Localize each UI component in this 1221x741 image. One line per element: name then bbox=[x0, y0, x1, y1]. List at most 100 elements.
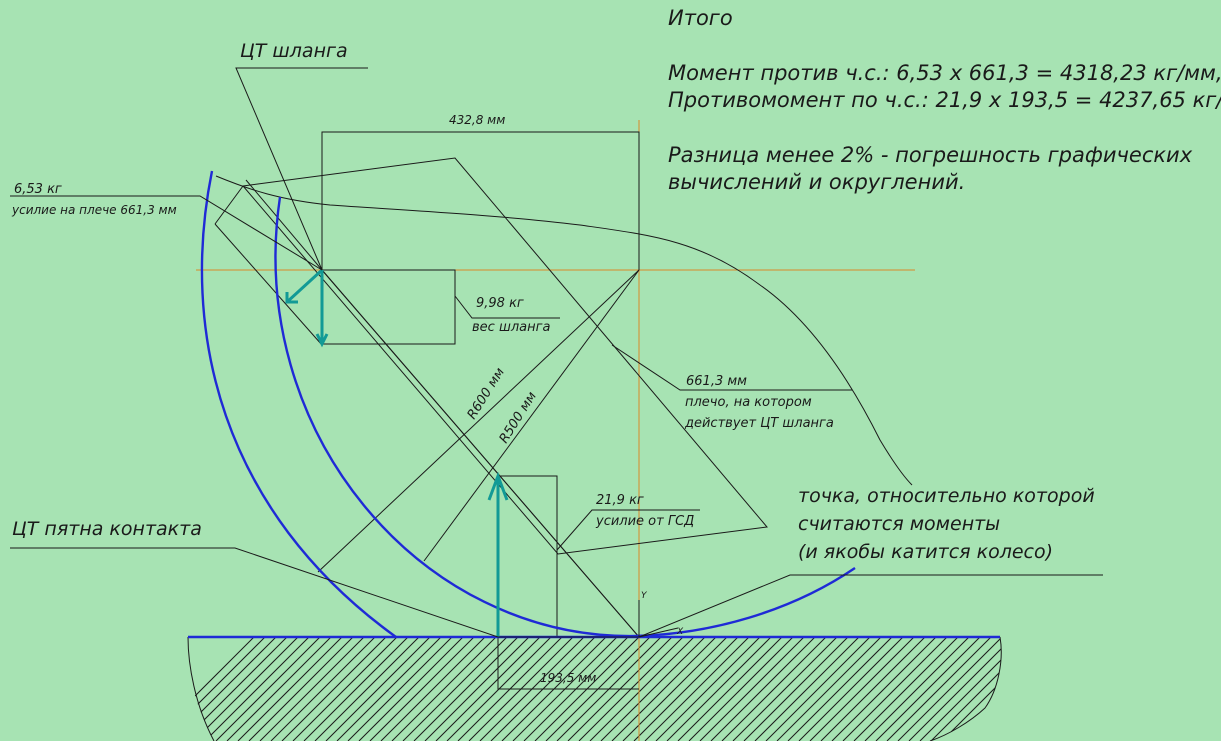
hatch-line bbox=[215, 637, 321, 741]
hatch-line bbox=[380, 637, 486, 741]
hatch-line bbox=[281, 637, 387, 741]
hatch-line bbox=[754, 637, 860, 741]
hatch-line bbox=[732, 637, 838, 741]
hatch-line bbox=[820, 637, 926, 741]
ct-hose-label: ЦТ шланга bbox=[240, 40, 348, 62]
dimension-432-frame bbox=[321, 131, 640, 270]
summary-line-4: вычислений и округлений. bbox=[668, 170, 965, 194]
hatch-line bbox=[897, 637, 1002, 741]
hatch-line bbox=[292, 637, 398, 741]
local-x-label: X bbox=[676, 627, 684, 637]
hatch-line bbox=[963, 637, 1002, 741]
hatch-line bbox=[622, 637, 728, 741]
hatch-line bbox=[644, 637, 750, 741]
summary-line-2: Противомомент по ч.с.: 21,9 х 193,5 = 42… bbox=[668, 88, 1221, 112]
hatch-line bbox=[666, 637, 772, 741]
hatch-line bbox=[743, 637, 849, 741]
hatch-line bbox=[204, 637, 310, 741]
leader-ct-hose bbox=[235, 67, 368, 271]
hatch-line bbox=[633, 637, 739, 741]
hatch-line bbox=[721, 637, 827, 741]
hatch-line bbox=[248, 637, 354, 741]
hatch-line bbox=[908, 637, 1002, 741]
hatch-line bbox=[259, 637, 365, 741]
hatch-line bbox=[611, 637, 717, 741]
local-x-axis bbox=[638, 627, 679, 638]
hatch-line bbox=[710, 637, 816, 741]
hose-strap-line bbox=[214, 185, 244, 225]
hatch-line bbox=[1030, 637, 1134, 741]
hose-curve bbox=[215, 175, 913, 486]
dimension-432-label: 432,8 мм bbox=[449, 113, 505, 127]
weight-value-label: 9,98 кг bbox=[476, 296, 524, 311]
hatch-line bbox=[369, 637, 475, 741]
dimension-193-label: 193,5 мм bbox=[540, 671, 596, 685]
summary-title: Итого bbox=[668, 6, 733, 30]
hatch-line bbox=[765, 637, 871, 741]
hatch-line bbox=[314, 637, 420, 741]
hatch-line bbox=[699, 637, 805, 741]
hatch-line bbox=[996, 637, 1002, 741]
gsd-value-label: 21,9 кг bbox=[596, 493, 644, 508]
ground-outline bbox=[187, 636, 1002, 741]
arm-line-right bbox=[321, 269, 640, 638]
force-value-label: 6,53 кг bbox=[14, 182, 62, 197]
point-text-2: считаются моменты bbox=[798, 513, 1000, 535]
wheel-arc-r600 bbox=[200, 170, 397, 638]
hatch-line bbox=[787, 637, 893, 741]
hatch-line bbox=[336, 637, 442, 741]
gsd-box bbox=[498, 475, 558, 637]
arm-value-label: 661,3 мм bbox=[686, 374, 747, 389]
ground-hatching bbox=[188, 637, 1156, 741]
hatch-line bbox=[435, 637, 541, 741]
hatch-line bbox=[303, 637, 409, 741]
hatch-line bbox=[875, 637, 981, 741]
hatch-line bbox=[347, 637, 453, 741]
hatch-line bbox=[325, 637, 431, 741]
hatch-line bbox=[589, 637, 695, 741]
hatch-line bbox=[226, 637, 332, 741]
summary-line-1: Момент против ч.с.: 6,53 х 661,3 = 4318,… bbox=[668, 61, 1221, 85]
force-text-label: усилие на плече 661,3 мм bbox=[11, 203, 177, 217]
hatch-line bbox=[424, 637, 530, 741]
hatch-line bbox=[188, 637, 266, 741]
force-arrow-head bbox=[285, 292, 298, 304]
hatch-line bbox=[974, 637, 1002, 741]
hatch-line bbox=[358, 637, 464, 741]
leader-gsd bbox=[556, 509, 700, 551]
wheel-arc-r500 bbox=[274, 196, 856, 638]
hatch-line bbox=[193, 637, 299, 741]
weight-arrow-head bbox=[315, 333, 329, 348]
leader-arm bbox=[611, 344, 852, 391]
gsd-arrow-head bbox=[487, 471, 509, 501]
hatch-line bbox=[952, 637, 1002, 741]
hose-strap-line-2 bbox=[214, 223, 323, 346]
hatch-line bbox=[1008, 637, 1112, 741]
arm-text-2: действует ЦТ шланга bbox=[684, 416, 834, 431]
hatch-line bbox=[1019, 637, 1123, 741]
ct-contact-label: ЦТ пятна контакта bbox=[12, 518, 202, 540]
hatch-line bbox=[413, 637, 519, 741]
point-text-3: (и якобы катится колесо) bbox=[798, 541, 1053, 563]
radius-line-600 bbox=[317, 269, 640, 573]
hatch-line bbox=[798, 637, 904, 741]
hatch-line bbox=[853, 637, 959, 741]
hatch-line bbox=[864, 637, 970, 741]
arm-text-1: плечо, на котором bbox=[685, 395, 812, 410]
hatch-line bbox=[919, 637, 1002, 741]
leader-ct-contact bbox=[10, 547, 499, 638]
local-y-label: Y bbox=[641, 591, 648, 601]
hatch-line bbox=[655, 637, 761, 741]
force-arrow-shaft bbox=[285, 268, 324, 304]
gsd-text-label: усилие от ГСД bbox=[595, 514, 694, 529]
hatch-line bbox=[600, 637, 706, 741]
hatch-line bbox=[1052, 637, 1156, 741]
leader-point bbox=[638, 574, 1103, 638]
hatch-line bbox=[188, 637, 277, 741]
hatch-line bbox=[391, 637, 497, 741]
hatch-line bbox=[1041, 637, 1145, 741]
hatch-line bbox=[270, 637, 376, 741]
hatch-line bbox=[237, 637, 343, 741]
hatch-line bbox=[886, 637, 992, 741]
hatch-line bbox=[677, 637, 783, 741]
